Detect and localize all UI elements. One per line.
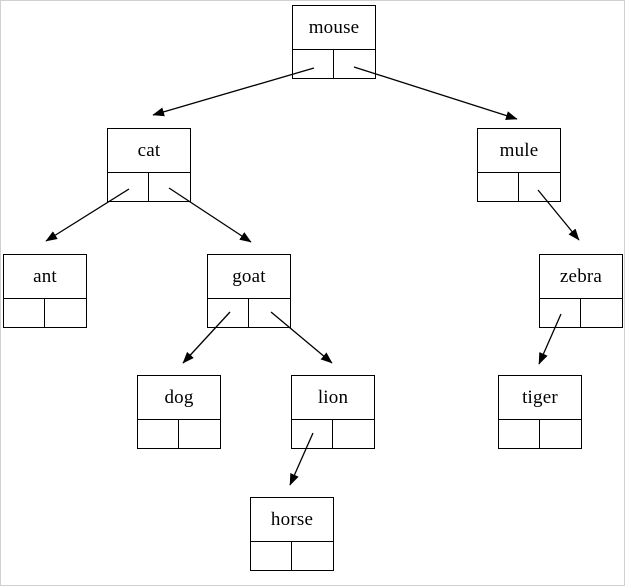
right-pointer-cell bbox=[333, 420, 374, 448]
left-pointer-cell bbox=[540, 299, 581, 327]
node-pointer-row bbox=[108, 173, 190, 201]
node-label: lion bbox=[292, 376, 374, 420]
node-pointer-row bbox=[292, 420, 374, 448]
right-pointer-cell bbox=[540, 420, 581, 448]
tree-node-goat[interactable]: goat bbox=[207, 254, 291, 328]
right-pointer-cell bbox=[581, 299, 622, 327]
tree-node-ant[interactable]: ant bbox=[3, 254, 87, 328]
node-label: cat bbox=[108, 129, 190, 173]
right-pointer-cell bbox=[149, 173, 190, 201]
left-pointer-cell bbox=[499, 420, 540, 448]
tree-node-mouse[interactable]: mouse bbox=[292, 5, 376, 79]
tree-node-lion[interactable]: lion bbox=[291, 375, 375, 449]
tree-node-tiger[interactable]: tiger bbox=[498, 375, 582, 449]
node-label: goat bbox=[208, 255, 290, 299]
node-label: tiger bbox=[499, 376, 581, 420]
left-pointer-cell bbox=[251, 542, 292, 570]
left-pointer-cell bbox=[478, 173, 519, 201]
node-pointer-row bbox=[478, 173, 560, 201]
node-label: zebra bbox=[540, 255, 622, 299]
node-pointer-row bbox=[208, 299, 290, 327]
right-pointer-cell bbox=[519, 173, 560, 201]
node-pointer-row bbox=[293, 50, 375, 78]
right-pointer-cell bbox=[179, 420, 220, 448]
node-pointer-row bbox=[540, 299, 622, 327]
node-label: ant bbox=[4, 255, 86, 299]
left-pointer-cell bbox=[292, 420, 333, 448]
left-pointer-cell bbox=[4, 299, 45, 327]
node-label: mouse bbox=[293, 6, 375, 50]
right-pointer-cell bbox=[45, 299, 86, 327]
node-pointer-row bbox=[4, 299, 86, 327]
tree-node-cat[interactable]: cat bbox=[107, 128, 191, 202]
left-pointer-cell bbox=[208, 299, 249, 327]
left-pointer-cell bbox=[108, 173, 149, 201]
tree-node-horse[interactable]: horse bbox=[250, 497, 334, 571]
right-pointer-cell bbox=[334, 50, 375, 78]
node-label: mule bbox=[478, 129, 560, 173]
left-pointer-cell bbox=[138, 420, 179, 448]
node-label: horse bbox=[251, 498, 333, 542]
right-pointer-cell bbox=[292, 542, 333, 570]
tree-node-zebra[interactable]: zebra bbox=[539, 254, 623, 328]
node-label: dog bbox=[138, 376, 220, 420]
right-pointer-cell bbox=[249, 299, 290, 327]
edge-mouse-left-to-cat bbox=[152, 67, 315, 117]
node-pointer-row bbox=[138, 420, 220, 448]
edge-mouse-right-to-mule bbox=[353, 66, 518, 120]
node-pointer-row bbox=[251, 542, 333, 570]
tree-node-dog[interactable]: dog bbox=[137, 375, 221, 449]
tree-node-mule[interactable]: mule bbox=[477, 128, 561, 202]
left-pointer-cell bbox=[293, 50, 334, 78]
node-pointer-row bbox=[499, 420, 581, 448]
